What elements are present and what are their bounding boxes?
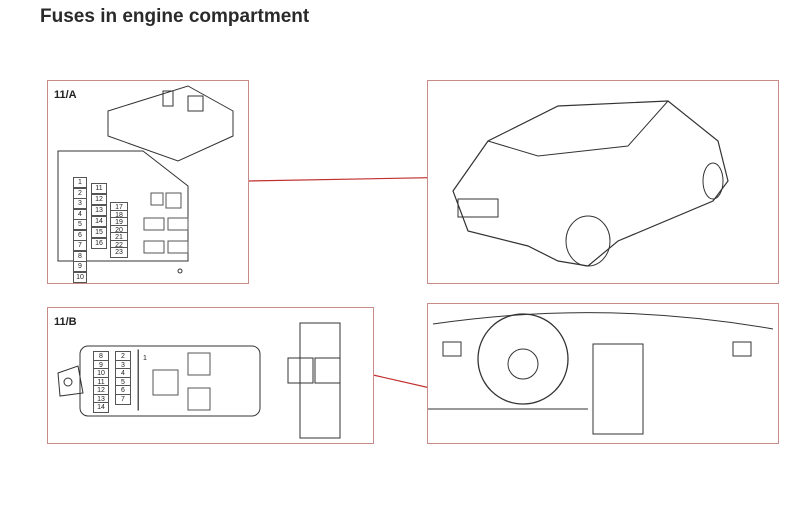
fuse-box-b-illustration <box>57 322 341 439</box>
fuse-a-15: 15 <box>91 227 107 238</box>
fuse-a-11: 11 <box>91 183 107 194</box>
fuse-a-23: 23 <box>110 247 128 258</box>
page-title: Fuses in engine compartment <box>40 6 310 27</box>
dashboard-illustration-panel <box>427 303 779 444</box>
fuse-a-2: 2 <box>73 187 87 199</box>
fuse-box-a-label: 11/A <box>54 89 77 101</box>
vehicle-illustration-panel <box>427 80 779 284</box>
fuse-b-1: 1 <box>143 355 147 362</box>
fuse-a-1: 1 <box>73 177 87 188</box>
fuse-a-9: 9 <box>73 261 87 272</box>
fuse-box-b-label: 11/B <box>54 316 77 328</box>
fuse-a-7: 7 <box>73 240 87 251</box>
fuse-b-14: 14 <box>93 402 109 413</box>
fuse-a-8: 8 <box>73 250 87 262</box>
fuse-a-10: 10 <box>73 271 87 283</box>
fuse-b-7: 7 <box>115 393 131 405</box>
fuse-a-5: 5 <box>73 219 87 230</box>
fuse-a-13: 13 <box>91 205 107 216</box>
fuse-a-6: 6 <box>73 229 87 241</box>
dashboard-illustration <box>428 312 774 435</box>
fuse-a-16: 16 <box>91 238 107 249</box>
car-illustration <box>452 100 729 267</box>
fuse-a-4: 4 <box>73 208 87 220</box>
fuse-box-a-illustration <box>57 85 234 276</box>
fuse-a-14: 14 <box>91 216 107 227</box>
fuse-a-12: 12 <box>91 194 107 205</box>
fuse-a-3: 3 <box>73 198 87 209</box>
